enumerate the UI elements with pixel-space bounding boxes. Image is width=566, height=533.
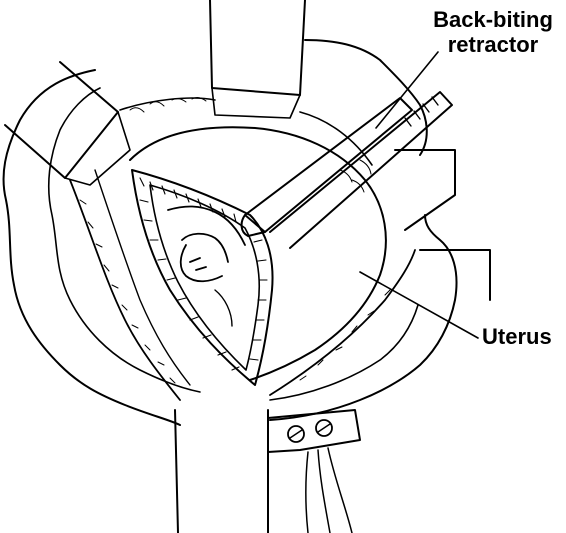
left-wound-edge [69,179,181,401]
uterine-incision-outer [131,169,274,386]
drape-inner-edge-right [269,304,419,401]
top-retractor-base [211,87,301,119]
retractor-leader-line [375,51,439,129]
incision-edge-texture [139,177,268,371]
bottom-retractor-plate [267,409,361,453]
uterus-leader-line [359,271,479,339]
fetal-head-hint [214,289,233,327]
top-wound-edge [119,97,373,166]
screw-right-slot [317,423,331,433]
surgical-drape-outline [2,39,458,426]
screw-left-icon [287,425,305,443]
left-retractor-handle [64,111,131,186]
uterine-incision-inner [149,184,261,371]
retractor-cables [305,447,353,533]
top-retractor-blade [209,0,306,96]
right-wound-edge [269,249,416,396]
back-biting-retractor [244,97,413,233]
retractor-ratchet [404,96,439,127]
right-retractor-blade-upper [394,149,456,231]
left-wound-edge-inner [94,169,191,386]
uterus-outline [129,126,387,381]
left-retractor-blade [4,61,119,179]
retractor-label-line-2: retractor [447,32,539,57]
right-retractor-blade-lower [419,249,491,301]
tissue-texture [79,97,391,384]
retractor-shaft-lower [269,91,453,249]
retractor-tip [240,214,266,237]
fetal-arm [167,205,246,283]
bottom-retractor-blade [174,409,269,533]
uterus-label: Uterus [482,324,552,349]
screw-left-slot [289,429,303,439]
retractor-label-line-1: Back-biting [433,7,553,32]
drape-inner-edge [47,87,201,393]
back-biting-retractor-label: Back-biting retractor [420,7,566,57]
screw-right-icon [315,419,333,437]
